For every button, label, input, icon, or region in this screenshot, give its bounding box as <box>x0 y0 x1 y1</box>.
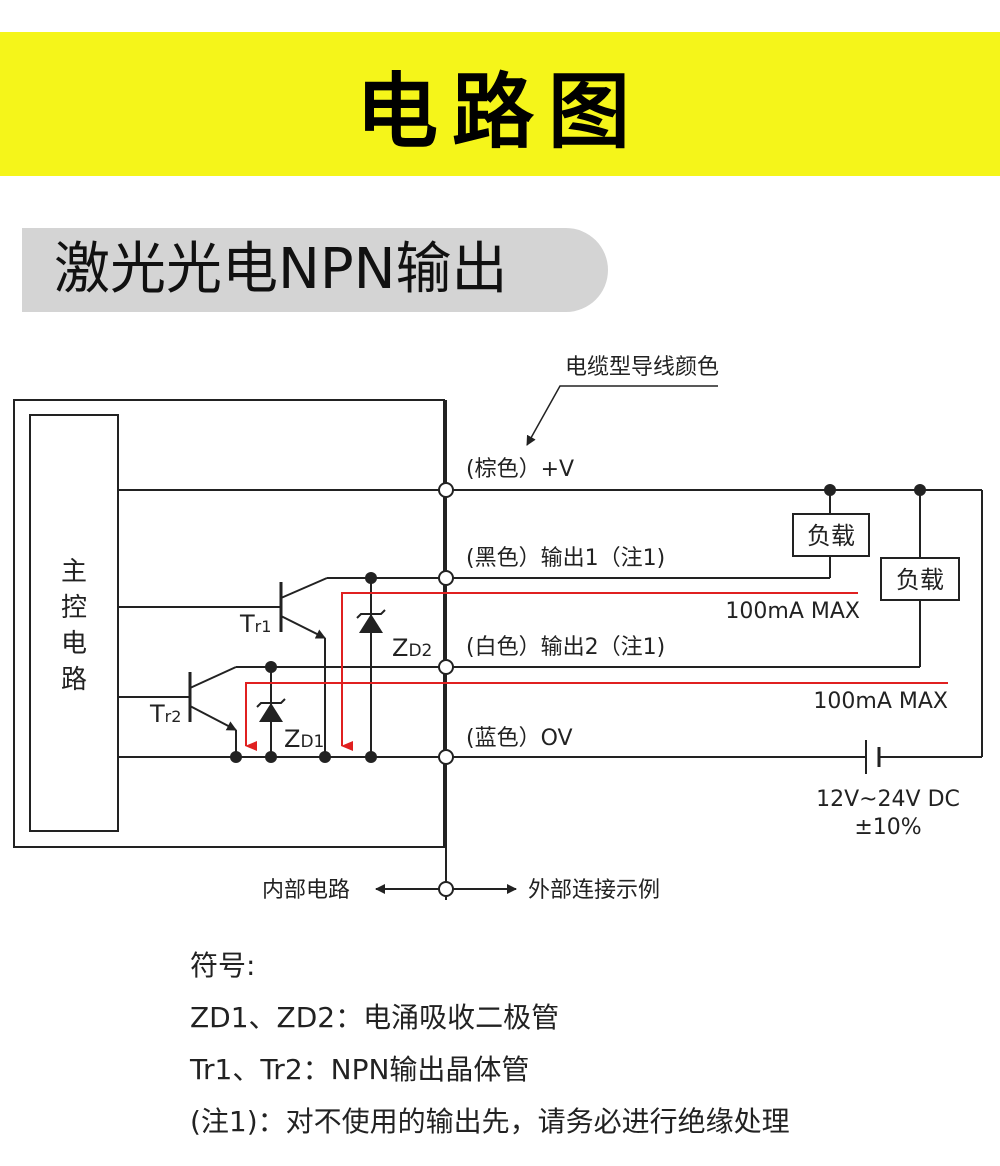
junction-dot <box>914 484 926 496</box>
terminal-white <box>438 659 454 675</box>
wire-blue-label: (蓝色）OV <box>466 726 573 751</box>
internal-circuit-label: 内部电路 <box>262 878 350 903</box>
max-current-2: 100mA MAX <box>813 689 948 714</box>
zd2-bar <box>356 609 386 619</box>
boundary-terminal <box>438 881 454 897</box>
wire-black-label: (黑色）输出1（注1) <box>466 546 665 571</box>
zd1-bar <box>256 698 286 708</box>
header-banner: 电路图 <box>0 32 1000 176</box>
junction-dot <box>365 751 377 763</box>
load1-box <box>792 513 870 557</box>
legend-note: (注1)：对不使用的输出先，请务必进行绝缘处理 <box>190 1105 790 1138</box>
main-circuit-char-4: 路 <box>61 665 87 695</box>
legend-heading: 符号: <box>190 949 256 982</box>
main-circuit-char-2: 控 <box>61 593 87 623</box>
cable-color-label: 电缆型导线颜色 <box>565 355 719 380</box>
wire-brown-label: (棕色）+V <box>466 457 574 482</box>
tr2-emitter <box>189 705 237 731</box>
tr2-collector <box>189 666 237 689</box>
junction-dot <box>365 572 377 584</box>
internal-circuit-box <box>13 399 445 848</box>
section-title-bar: 激光光电NPN输出 <box>22 228 608 312</box>
tr1-emitter <box>280 615 326 639</box>
supply-voltage: 12V~24V DC <box>816 787 960 812</box>
terminal-brown <box>438 482 454 498</box>
legend-tr: Tr1、Tr2：NPN输出晶体管 <box>190 1053 530 1086</box>
current-path-2 <box>245 682 948 751</box>
circuit-diagram: 主 控 电 路 电缆型导线颜色 负载 负载 12V~24V DC ±10% (棕… <box>13 355 983 903</box>
tr2-label: Tr2 <box>149 700 181 728</box>
main-control-block <box>29 414 119 832</box>
external-example-label: 外部连接示例 <box>528 878 660 903</box>
load1-label: 负载 <box>807 522 855 550</box>
terminal-blue <box>438 749 454 765</box>
cable-pointer <box>526 385 718 446</box>
terminal-black <box>438 570 454 586</box>
zd1-diode <box>259 703 283 722</box>
tr1-label: Tr1 <box>239 610 271 638</box>
main-circuit-char-3: 电 <box>61 629 87 659</box>
section-title: 激光光电NPN输出 <box>54 237 508 302</box>
junction-dot <box>265 751 277 763</box>
junction-dot <box>319 751 331 763</box>
load2-box <box>880 557 960 601</box>
page-title: 电路图 <box>355 64 644 160</box>
legend-zd: ZD1、ZD2：电涌吸收二极管 <box>190 1001 560 1034</box>
junction-dot <box>265 661 277 673</box>
junction-dot <box>230 751 242 763</box>
tr1-collector <box>280 577 328 599</box>
current-path-1 <box>341 592 858 751</box>
max-current-1: 100mA MAX <box>725 599 860 624</box>
zd2-label: ZD2 <box>392 634 432 662</box>
wire-white-label: (白色）输出2（注1) <box>466 635 665 660</box>
main-circuit-char-1: 主 <box>61 557 87 587</box>
symbol-legend: 符号: ZD1、ZD2：电涌吸收二极管 Tr1、Tr2：NPN输出晶体管 (注1… <box>190 940 980 1148</box>
supply-tolerance: ±10% <box>854 815 921 840</box>
junction-dot <box>824 484 836 496</box>
zd2-diode <box>359 614 383 633</box>
zd1-label: ZD1 <box>284 725 324 753</box>
load2-label: 负载 <box>896 566 944 594</box>
